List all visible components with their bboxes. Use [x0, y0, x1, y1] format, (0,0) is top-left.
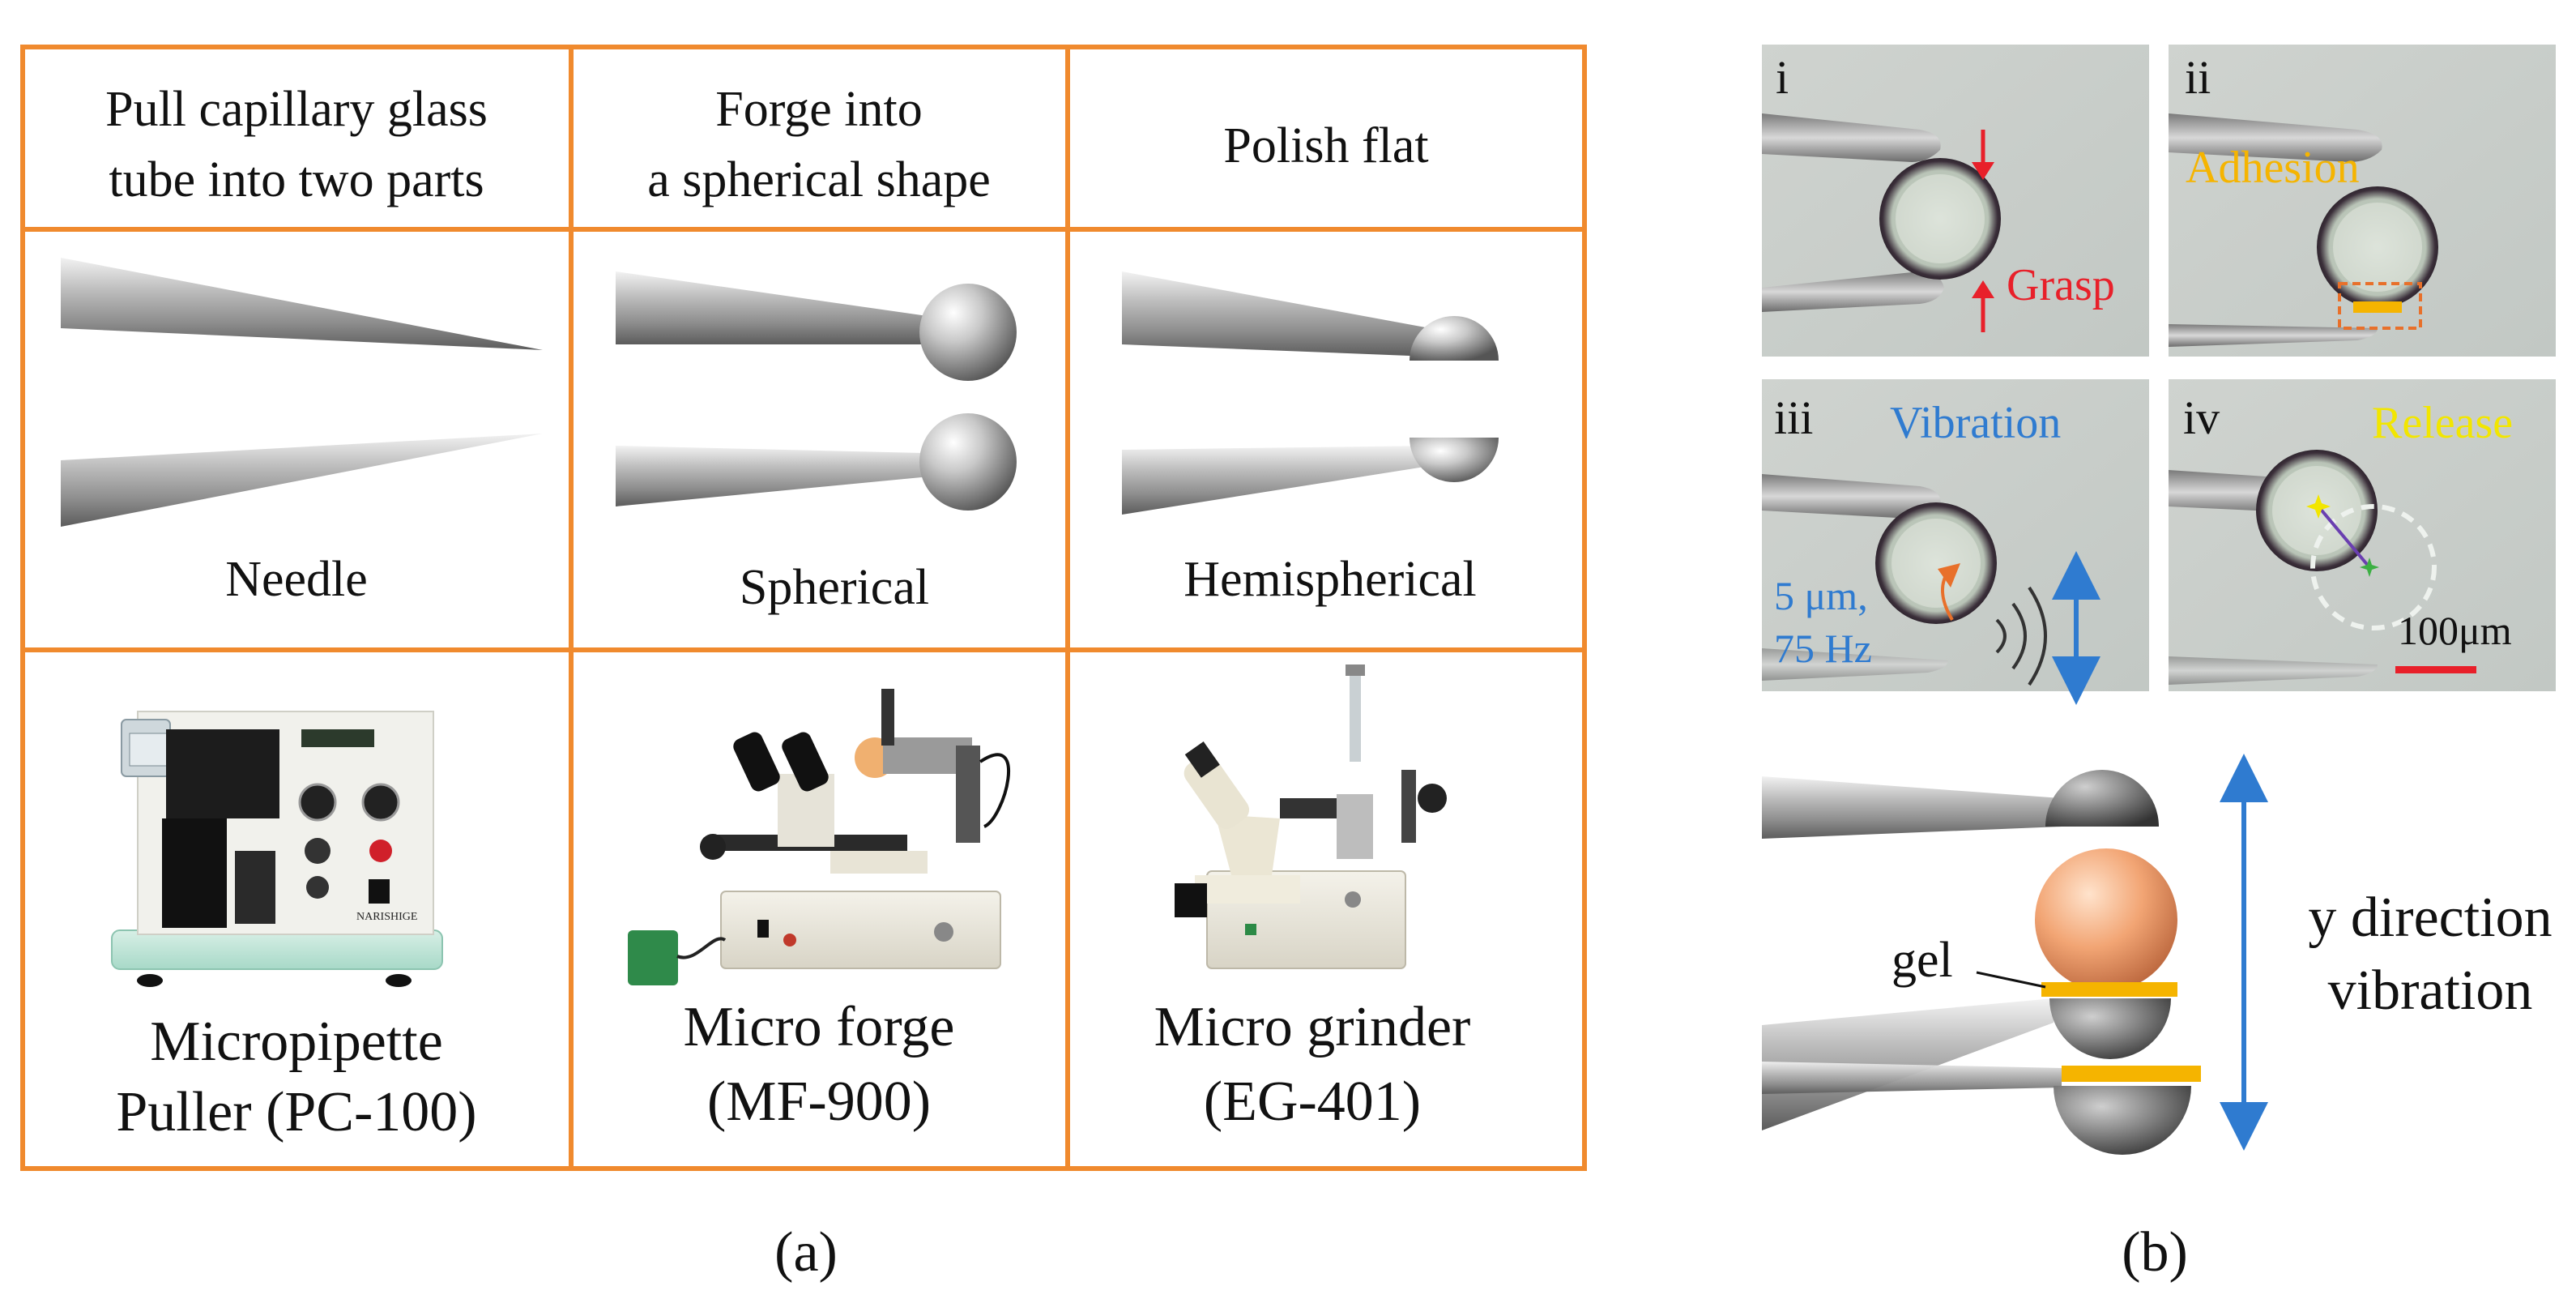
device-label-grinder-line1: Micro grinder: [1154, 996, 1471, 1058]
micrograph-iii-label: iii: [1774, 391, 1813, 444]
micro-grinder-photo: [1175, 664, 1447, 969]
panel-b-label: (b): [2122, 1221, 2188, 1284]
panel-a-label: (a): [774, 1221, 838, 1284]
vibration-schematic: gel y direction vibration: [1762, 754, 2553, 1155]
vibration-frequency: 75 Hz: [1774, 626, 1872, 671]
release-caption: Release: [2372, 398, 2513, 448]
header-col2-line2: a spherical shape: [647, 152, 990, 207]
micrograph-iv-label: iv: [2183, 391, 2220, 444]
vibration-caption: Vibration: [1890, 398, 2061, 448]
device-label-grinder-line2: (EG-401): [1204, 1070, 1421, 1133]
panel-a: Pull capillary glass tube into two parts…: [20, 45, 1587, 1284]
shape-label-hemispherical: Hemispherical: [1184, 552, 1477, 607]
micropipette-puller-photo: NARISHIGE: [111, 711, 443, 987]
header-col2-line1: Forge into: [715, 82, 922, 137]
device-label-puller-line2: Puller (PC-100): [116, 1081, 476, 1143]
micrograph-iii: iii Vibration 5 μm, 75 Hz: [1762, 379, 2149, 705]
header-col3: Polish flat: [1223, 118, 1428, 173]
shape-label-needle: Needle: [225, 552, 368, 607]
panel-a-grid: [20, 45, 1587, 1171]
gel-label: gel: [1891, 933, 1953, 988]
vibration-amplitude: 5 μm,: [1774, 573, 1868, 618]
device-label-puller-line1: Micropipette: [150, 1011, 443, 1073]
micrograph-ii: ii Adhesion: [2169, 45, 2556, 357]
micrograph-ii-label: ii: [2185, 51, 2211, 104]
header-col1-line1: Pull capillary glass: [105, 82, 488, 137]
device-label-forge-line1: Micro forge: [684, 996, 955, 1058]
vibration-direction-line1: y direction: [2308, 887, 2552, 949]
grasp-caption: Grasp: [2007, 260, 2115, 310]
header-col1-line2: tube into two parts: [109, 152, 484, 207]
panel-b: i Grasp ii Adhesion: [1762, 45, 2556, 1284]
device-label-forge-line2: (MF-900): [707, 1070, 931, 1133]
vibration-direction-line2: vibration: [2328, 959, 2533, 1022]
needle-illustration: [61, 258, 543, 527]
shape-label-spherical: Spherical: [740, 560, 929, 615]
micrograph-iv: iv Release 100μm: [2169, 379, 2556, 691]
micrograph-i-label: i: [1776, 51, 1789, 104]
spherical-tip-illustration: [616, 271, 1017, 511]
device-brand-text: NARISHIGE: [356, 911, 417, 923]
micro-forge-photo: [628, 689, 1010, 985]
hemispherical-tip-illustration: [1122, 271, 1499, 515]
micrograph-i: i Grasp: [1762, 45, 2149, 357]
adhesion-caption: Adhesion: [2186, 143, 2360, 193]
scale-bar-label: 100μm: [2398, 608, 2512, 653]
